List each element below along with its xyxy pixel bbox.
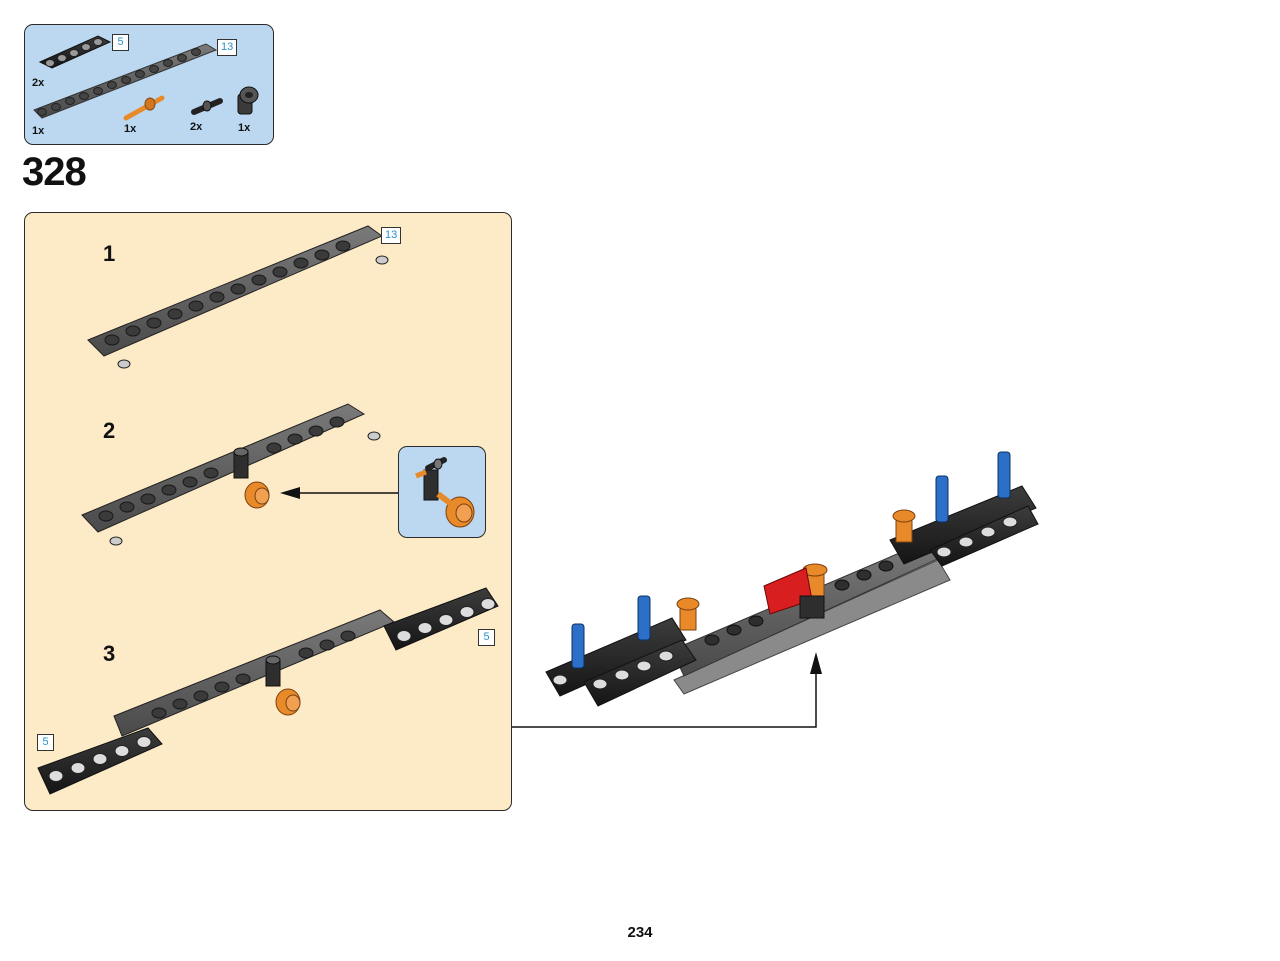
substep-1-length-tag: 13 xyxy=(381,227,402,244)
substep-3-length-tag-left: 5 xyxy=(37,734,54,751)
substep-3-black-beam-left xyxy=(37,727,163,795)
substep-1-number: 1 xyxy=(103,241,116,266)
substep-3-number: 3 xyxy=(103,641,116,666)
part-black-beam-5 xyxy=(38,35,112,69)
part-qty-orange-axle-pin: 1x xyxy=(124,123,137,135)
part-length-tag-5: 5 xyxy=(112,34,129,51)
part-dark-gray-connector xyxy=(237,86,259,115)
substep-2-arrow xyxy=(280,487,398,499)
part-black-pin xyxy=(191,98,223,115)
callout-illustration xyxy=(415,457,475,528)
part-qty-black-pin: 2x xyxy=(190,121,203,133)
main-assembly xyxy=(545,451,1039,707)
substep-3-beam xyxy=(113,609,395,737)
part-length-tag-13: 13 xyxy=(217,39,238,56)
substep-3-length-tag-right: 5 xyxy=(478,629,495,646)
substep-1-beam xyxy=(87,225,389,369)
part-qty-connector: 1x xyxy=(238,122,251,134)
substep-3-black-beam-right xyxy=(383,587,499,651)
part-qty-gray-beam-13: 1x xyxy=(32,125,45,137)
assembly-arrow xyxy=(512,652,822,728)
part-orange-axle-pin xyxy=(123,95,165,121)
page-number: 234 xyxy=(627,924,653,941)
part-qty-black-beam-5: 2x xyxy=(32,77,45,89)
step-number: 328 xyxy=(22,150,87,194)
substep-2-beam xyxy=(81,403,381,546)
substep-2-number: 2 xyxy=(103,418,116,443)
part-gray-beam-13 xyxy=(33,43,218,119)
